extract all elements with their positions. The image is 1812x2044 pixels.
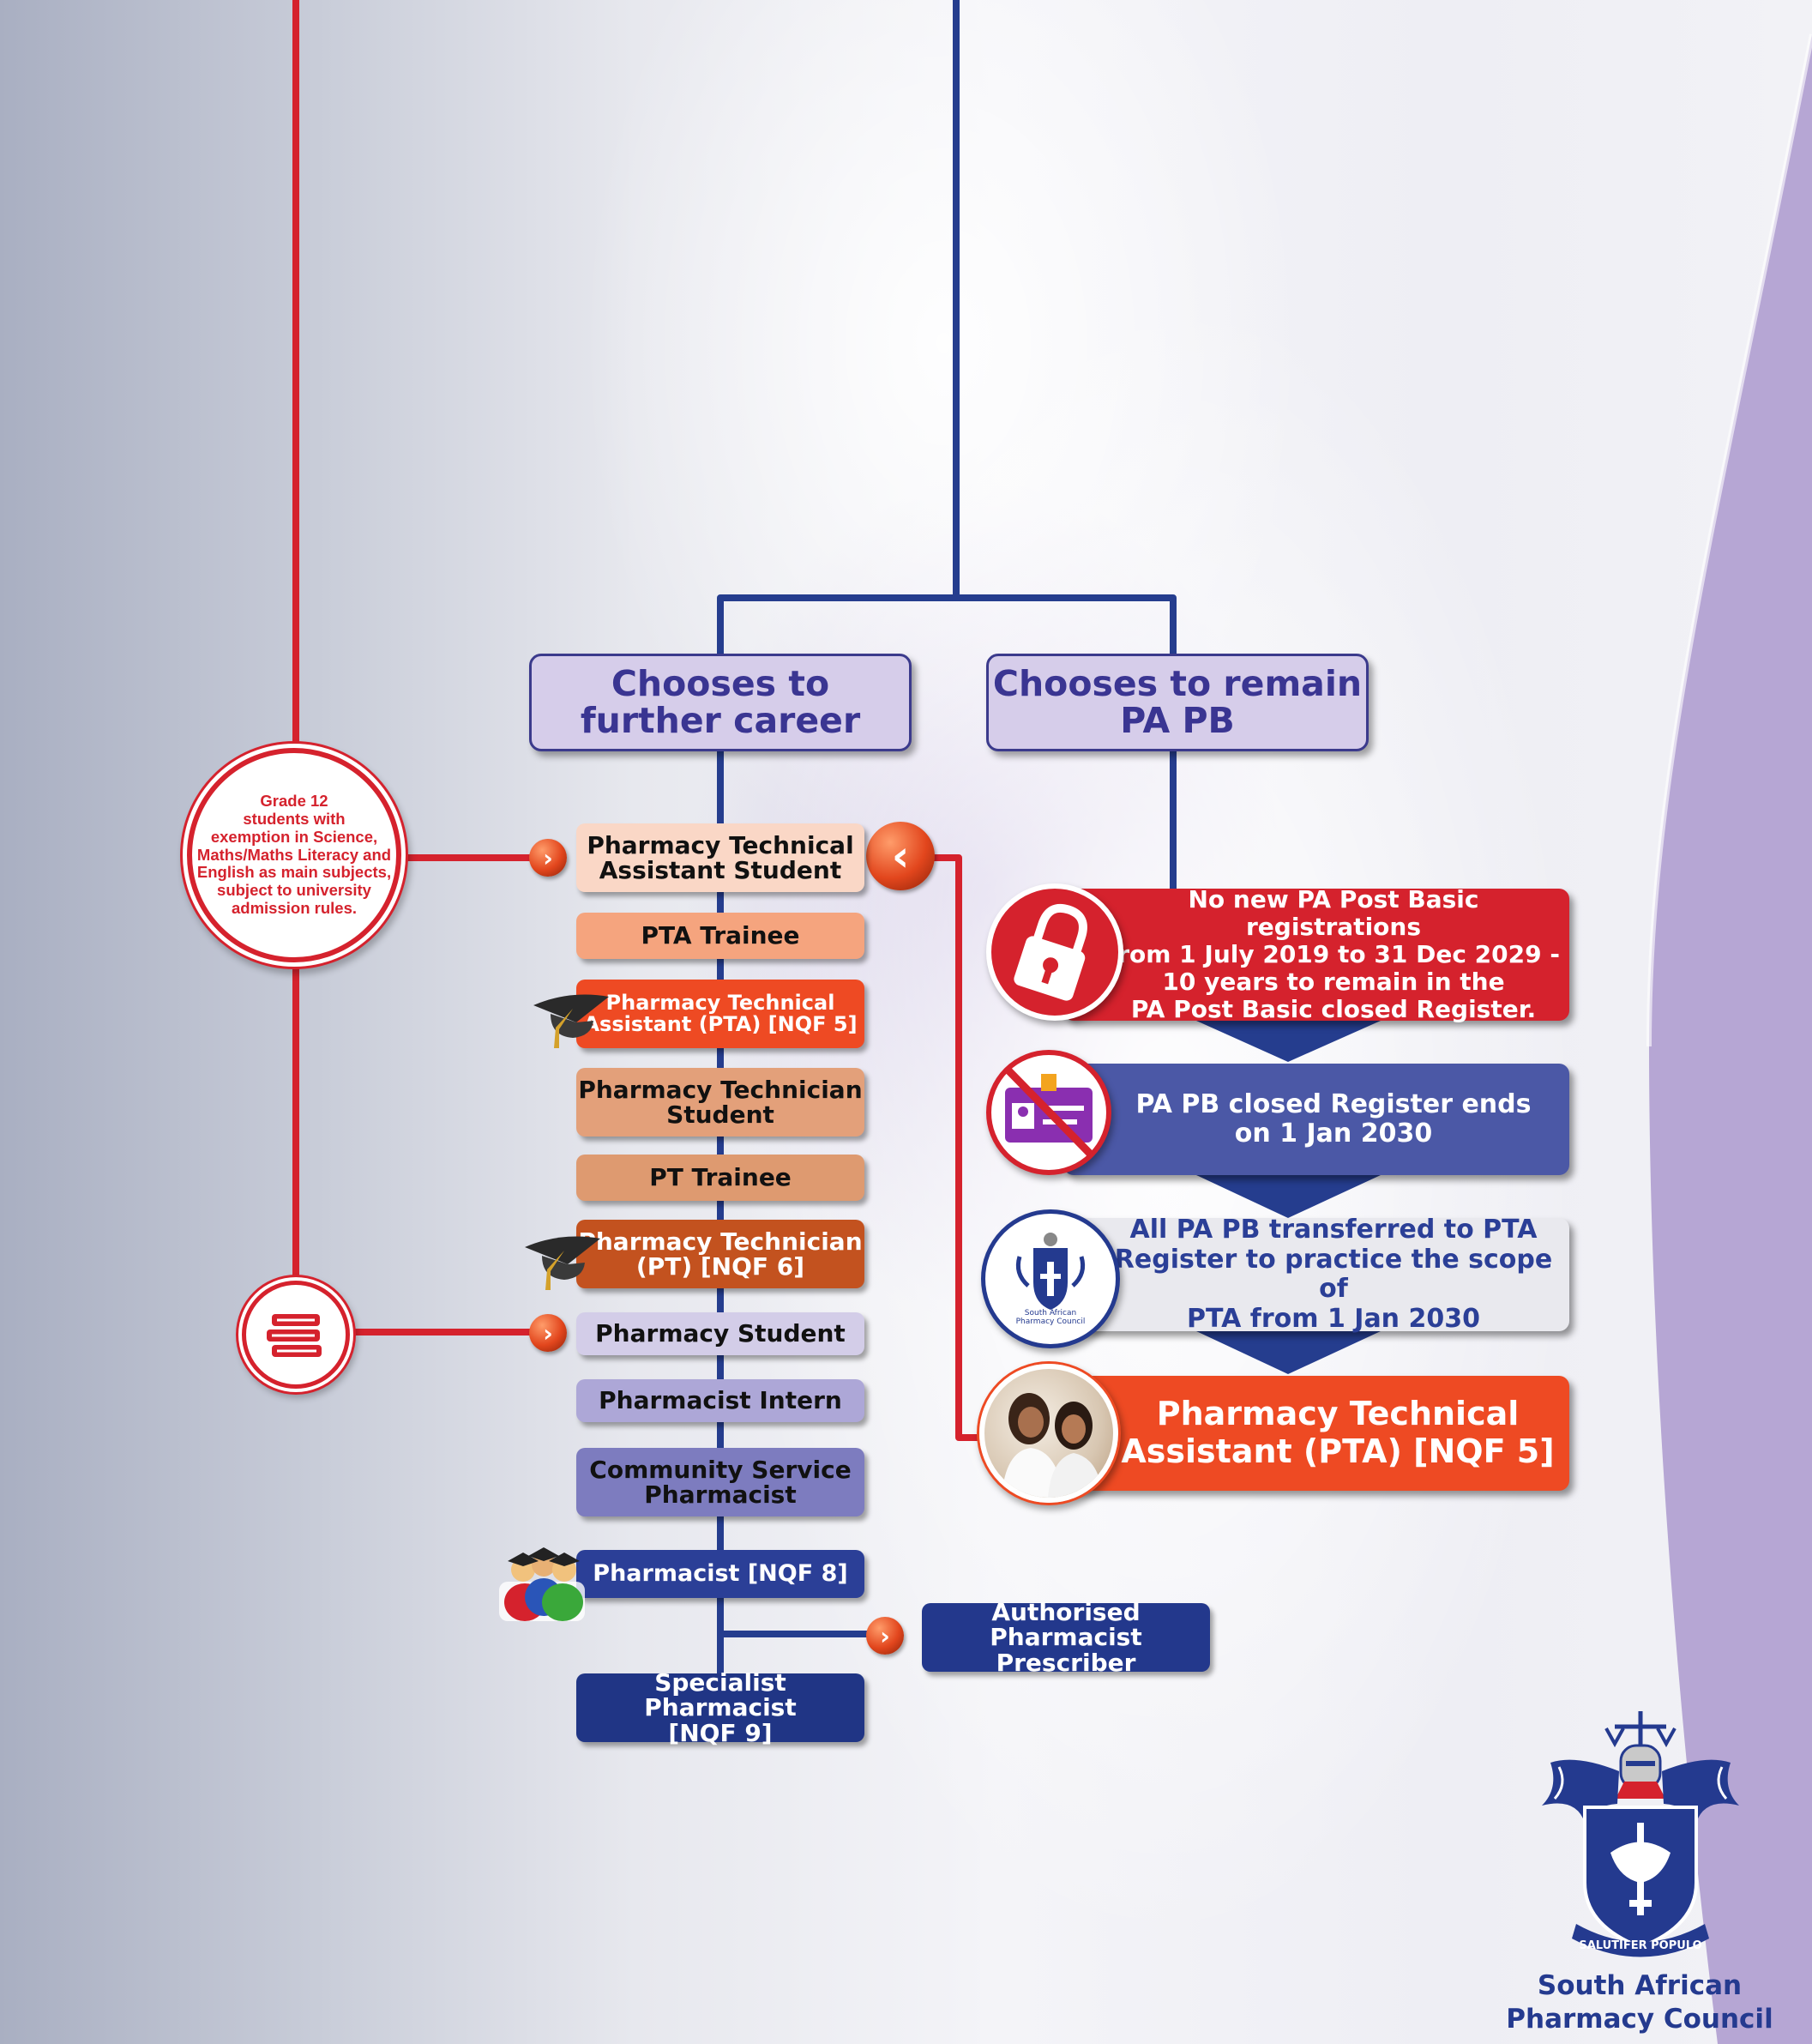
arrow-bullet-icon: › <box>866 1617 904 1655</box>
pharmacists-photo <box>979 1364 1118 1503</box>
books-icon <box>242 1281 350 1389</box>
arrow-back-bullet-icon: ‹ <box>866 822 935 890</box>
step-pt-trainee: PT Trainee <box>576 1155 864 1201</box>
step-pharmacy-student: Pharmacy Student <box>576 1312 864 1355</box>
stream-no-new-registrations: No new PA Post Basic registrations from … <box>1063 885 1569 1023</box>
step-pt-nqf6: Pharmacy Technician (PT) [NQF 6] <box>576 1220 864 1288</box>
seal-caption: South African Pharmacy Council <box>1015 1309 1086 1326</box>
padlock-icon <box>986 883 1123 1021</box>
grade12-requirements-circle: Grade 12 students with exemption in Scie… <box>187 748 401 962</box>
council-seal-icon: South African Pharmacy Council <box>981 1209 1120 1348</box>
grade12-note: Grade 12 students with exemption in Scie… <box>196 792 392 917</box>
step-pta-trainee: PTA Trainee <box>576 913 864 959</box>
header-remain-pa-pb: Chooses to remain PA PB <box>986 654 1369 751</box>
purple-side-band <box>1646 0 1812 2044</box>
stream-register-ends: PA PB closed Register ends on 1 Jan 2030 <box>1063 1064 1569 1175</box>
step-pharmacist-nqf8: Pharmacist [NQF 8] <box>576 1550 864 1598</box>
graduates-icon <box>499 1547 585 1621</box>
stream-pta-nqf5: Pharmacy Technical Assistant (PTA) [NQF … <box>1063 1376 1569 1491</box>
step-community-service: Community Service Pharmacist <box>576 1448 864 1516</box>
graduation-cap-icon <box>533 994 609 1048</box>
header-further-career: Chooses to further career <box>529 654 912 751</box>
step-pt-student: Pharmacy Technician Student <box>576 1068 864 1137</box>
graduation-cap-icon <box>525 1236 600 1290</box>
step-pharmacist-intern: Pharmacist Intern <box>576 1379 864 1422</box>
id-card-prohibited-icon <box>986 1050 1111 1175</box>
step-pta-student: Pharmacy Technical Assistant Student <box>576 823 864 892</box>
logo-motto: SALUTIFER POPULO <box>1579 1939 1701 1952</box>
step-authorised-prescriber: Authorised Pharmacist Prescriber <box>922 1600 1210 1675</box>
council-logo: SALUTIFER POPULO <box>1542 1711 1739 1957</box>
arrow-bullet-icon: › <box>529 839 567 877</box>
council-name: South African Pharmacy Council <box>1506 1970 1773 2035</box>
arrow-bullet-icon: › <box>529 1314 567 1352</box>
step-pta-nqf5: Pharmacy Technical Assistant (PTA) [NQF … <box>576 980 864 1048</box>
step-specialist-nqf9: Specialist Pharmacist [NQF 9] <box>576 1670 864 1746</box>
stream-transferred-to-pta: All PA PB transferred to PTA Register to… <box>1063 1215 1569 1333</box>
